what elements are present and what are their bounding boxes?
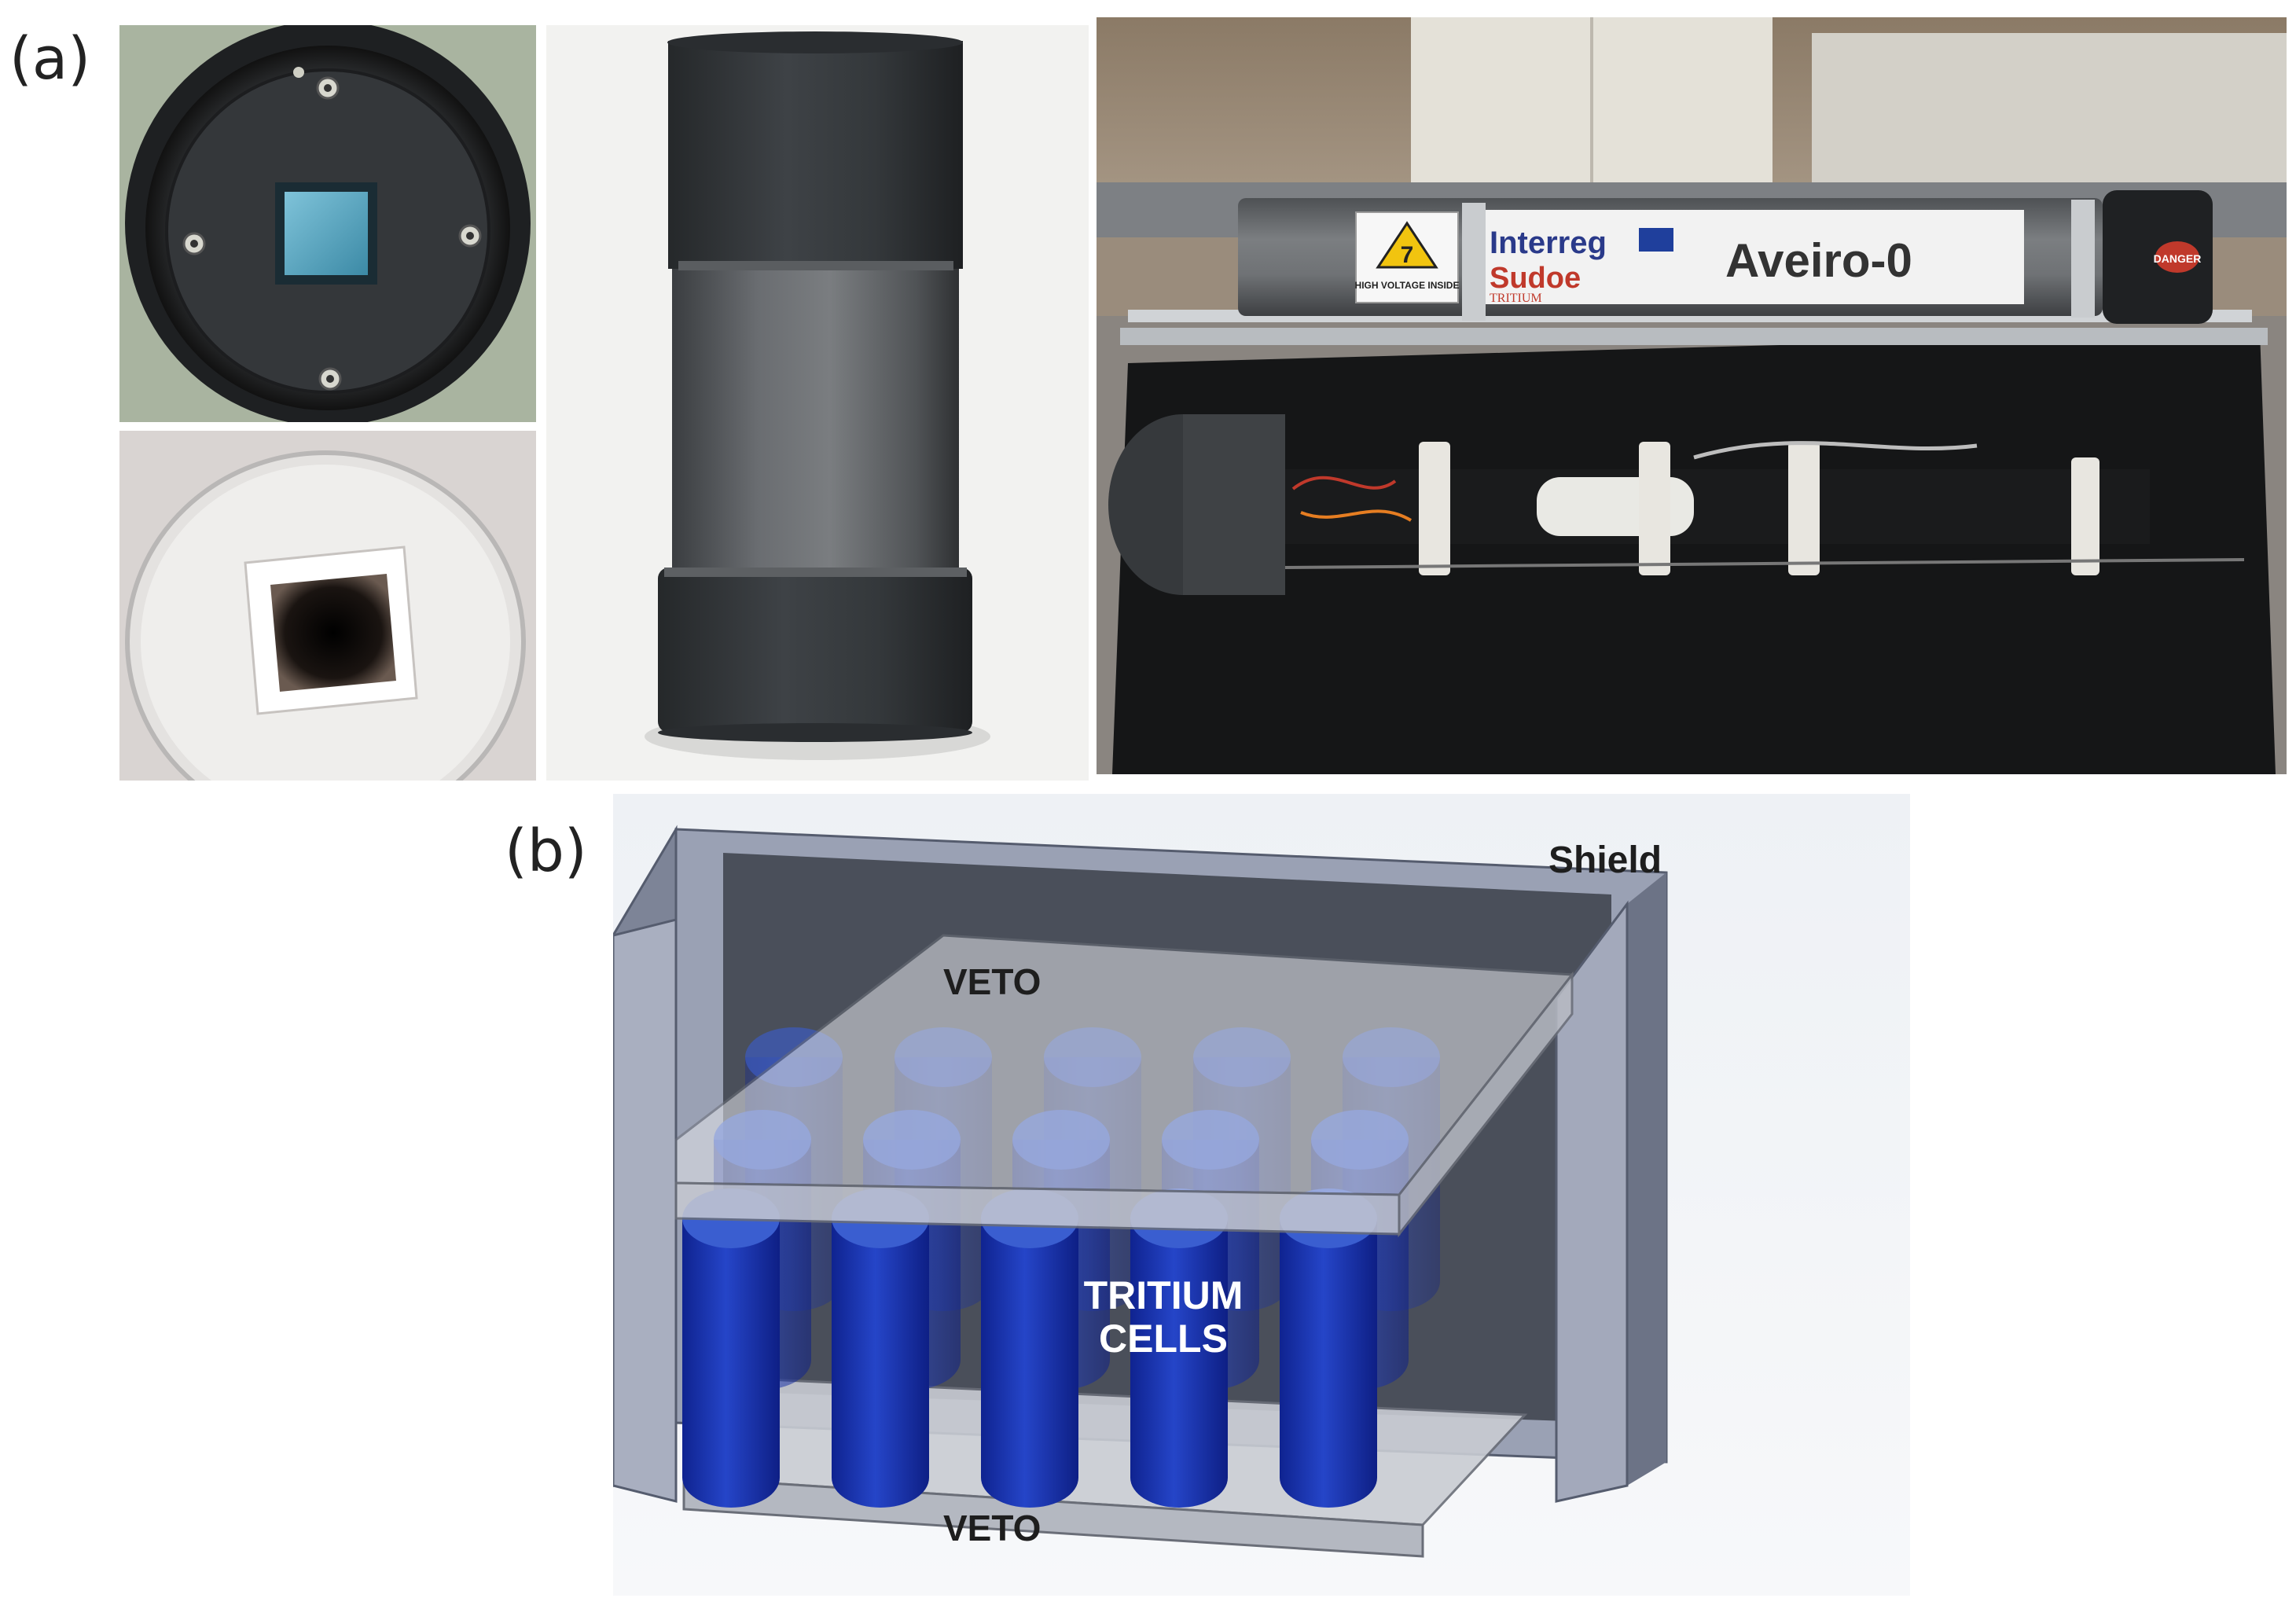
shield-label: Shield	[1548, 839, 1662, 881]
tritium-cell-body	[682, 1218, 780, 1508]
brand-tritium: TRITIUM	[1490, 292, 1542, 305]
veto-top-label: VETO	[943, 961, 1041, 1002]
brand-sudoe: Sudoe	[1490, 262, 1581, 295]
cells-label-line1: TRITIUM	[1084, 1273, 1244, 1317]
veto-bottom-label: VETO	[943, 1508, 1041, 1548]
hv-sticker-text: HIGH VOLTAGE INSIDE	[1355, 280, 1460, 291]
tritium-cell-body	[832, 1218, 929, 1508]
hv-symbol-text: 7	[1401, 242, 1414, 268]
tritium-cell-body	[1130, 1218, 1228, 1508]
photo-cylinder	[546, 25, 1089, 781]
photo-housing-bottom	[119, 431, 536, 781]
panel-label-a: (a)	[9, 25, 91, 93]
diagram-shield-setup: Shield VETO VETO TRITIUM CELLS	[613, 794, 1910, 1596]
cap-danger-text: DANGER	[2154, 252, 2202, 265]
detector-name: Aveiro-0	[1725, 234, 1912, 287]
brand-interreg: Interreg	[1490, 226, 1607, 260]
tritium-cell-body	[1280, 1218, 1377, 1508]
tritium-cell-body	[981, 1218, 1078, 1508]
panel-label-b: (b)	[505, 817, 587, 885]
cells-label-line2: CELLS	[1099, 1317, 1228, 1361]
photo-housing-top	[119, 25, 536, 422]
photo-detector-lab: DANGER 7 HIGH VOLTAGE INSIDE Interreg Su…	[1097, 17, 2287, 774]
